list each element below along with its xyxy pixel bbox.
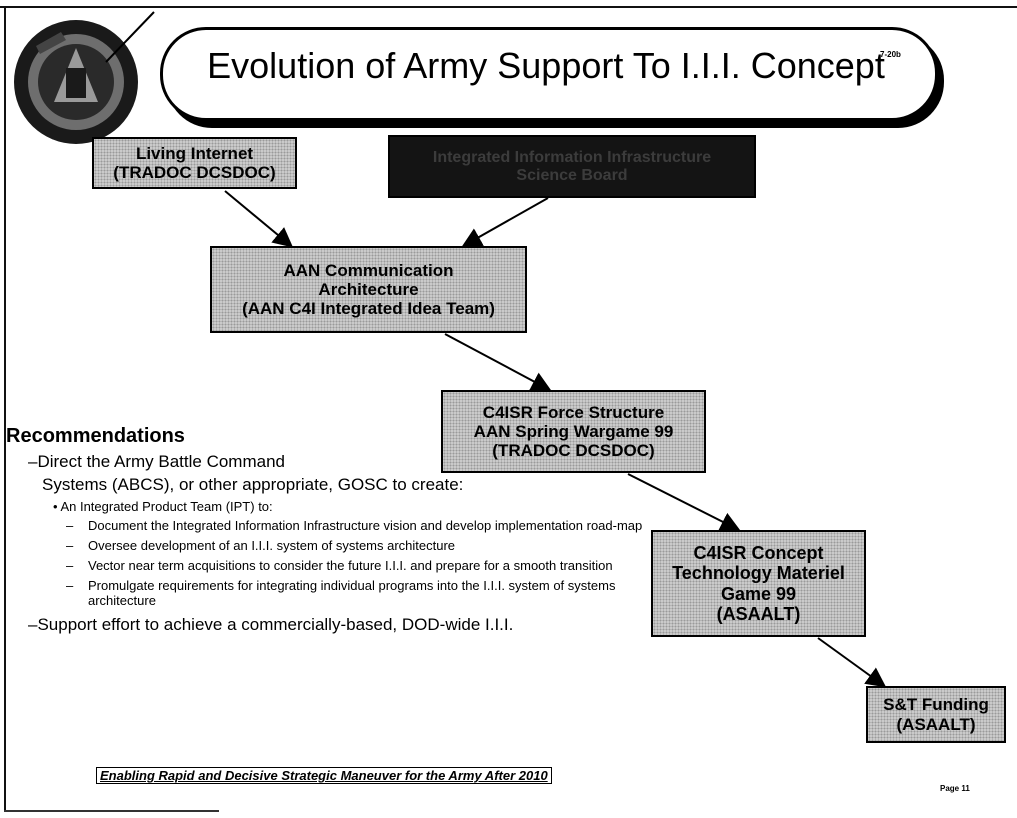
arrow-aan-to-force <box>444 333 552 391</box>
recommendations-heading: Recommendations <box>6 425 185 447</box>
box-c4isr-concept: C4ISR Concept Technology Materiel Game 9… <box>651 530 866 637</box>
box-line: C4ISR Force Structure <box>482 402 665 422</box>
recommendation-2: –Support effort to achieve a commerciall… <box>28 615 514 635</box>
box-science-board: Integrated Information Infrastructure Sc… <box>388 135 756 198</box>
frame-top-line <box>0 6 1017 8</box>
box-living-internet: Living Internet (TRADOC DCSDOC) <box>92 137 297 189</box>
recommendations-section: Recommendations –Direct the Army Battle … <box>6 425 656 635</box>
box-line: S&T Funding <box>883 695 989 715</box>
box-line: (ASAALT) <box>716 603 801 624</box>
arrow-board-to-aan <box>461 197 549 247</box>
arrow-concept-to-funding <box>817 637 887 688</box>
ipt-bullet: • An Integrated Product Team (IPT) to: <box>53 499 273 514</box>
recommendation-1-line-1: –Direct the Army Battle Command <box>28 452 285 471</box>
page-title: Evolution of Army Support To I.I.I. Conc… <box>207 45 885 86</box>
frame-left-line <box>4 6 6 812</box>
slide-code: 7-20b <box>880 50 901 59</box>
ipt-sub-item: –Vector near term acquisitions to consid… <box>66 557 656 574</box>
dash-marker: – <box>66 518 74 533</box>
arrow-force-to-concept <box>627 473 741 531</box>
footer-tagline: Enabling Rapid and Decisive Strategic Ma… <box>96 767 552 784</box>
box-line: AAN Communication <box>283 260 454 280</box>
sub-item-text: Document the Integrated Information Infr… <box>88 518 643 533</box>
sub-item-text: Oversee development of an I.I.I. system … <box>88 537 456 553</box>
box-line: Technology Materiel <box>672 563 845 584</box>
box-line: Integrated Information Infrastructure <box>432 148 712 166</box>
box-line: (AAN C4I Integrated Idea Team) <box>242 299 495 319</box>
dash-marker: – <box>66 537 74 553</box>
recommendation-1-line-2: Systems (ABCS), or other appropriate, GO… <box>42 475 464 494</box>
box-line: Science Board <box>516 166 628 184</box>
box-line: C4ISR Concept <box>693 543 824 564</box>
sub-item-text: Promulgate requirements for integrating … <box>88 577 616 609</box>
box-line: (TRADOC DCSDOC) <box>492 441 655 461</box>
box-line: (TRADOC DCSDOC) <box>113 163 276 182</box>
arrow-living-to-aan <box>224 190 294 248</box>
frame-bottom-line <box>4 810 219 812</box>
box-c4isr-force-structure: C4ISR Force Structure AAN Spring Wargame… <box>441 390 706 473</box>
title-banner <box>160 27 938 121</box>
dash-marker: – <box>66 557 74 573</box>
box-st-funding: S&T Funding (ASAALT) <box>866 686 1006 743</box>
box-line: Living Internet <box>135 143 254 163</box>
box-line: AAN Spring Wargame 99 <box>473 421 674 441</box>
dash-marker: – <box>66 577 74 593</box>
box-line: Architecture <box>318 279 419 299</box>
science-board-seal-icon <box>14 11 155 144</box>
box-aan-communication: AAN Communication Architecture (AAN C4I … <box>210 246 527 333</box>
box-line: (ASAALT) <box>896 714 976 734</box>
page-number: Page 11 <box>940 784 970 793</box>
ipt-sub-item: –Oversee development of an I.I.I. system… <box>66 537 656 554</box>
sub-item-text: Vector near term acquisitions to conside… <box>88 557 613 573</box>
ipt-sub-item: –Document the Integrated Information Inf… <box>66 518 656 534</box>
box-line: Game 99 <box>720 583 797 604</box>
ipt-sub-item: –Promulgate requirements for integrating… <box>66 577 656 610</box>
